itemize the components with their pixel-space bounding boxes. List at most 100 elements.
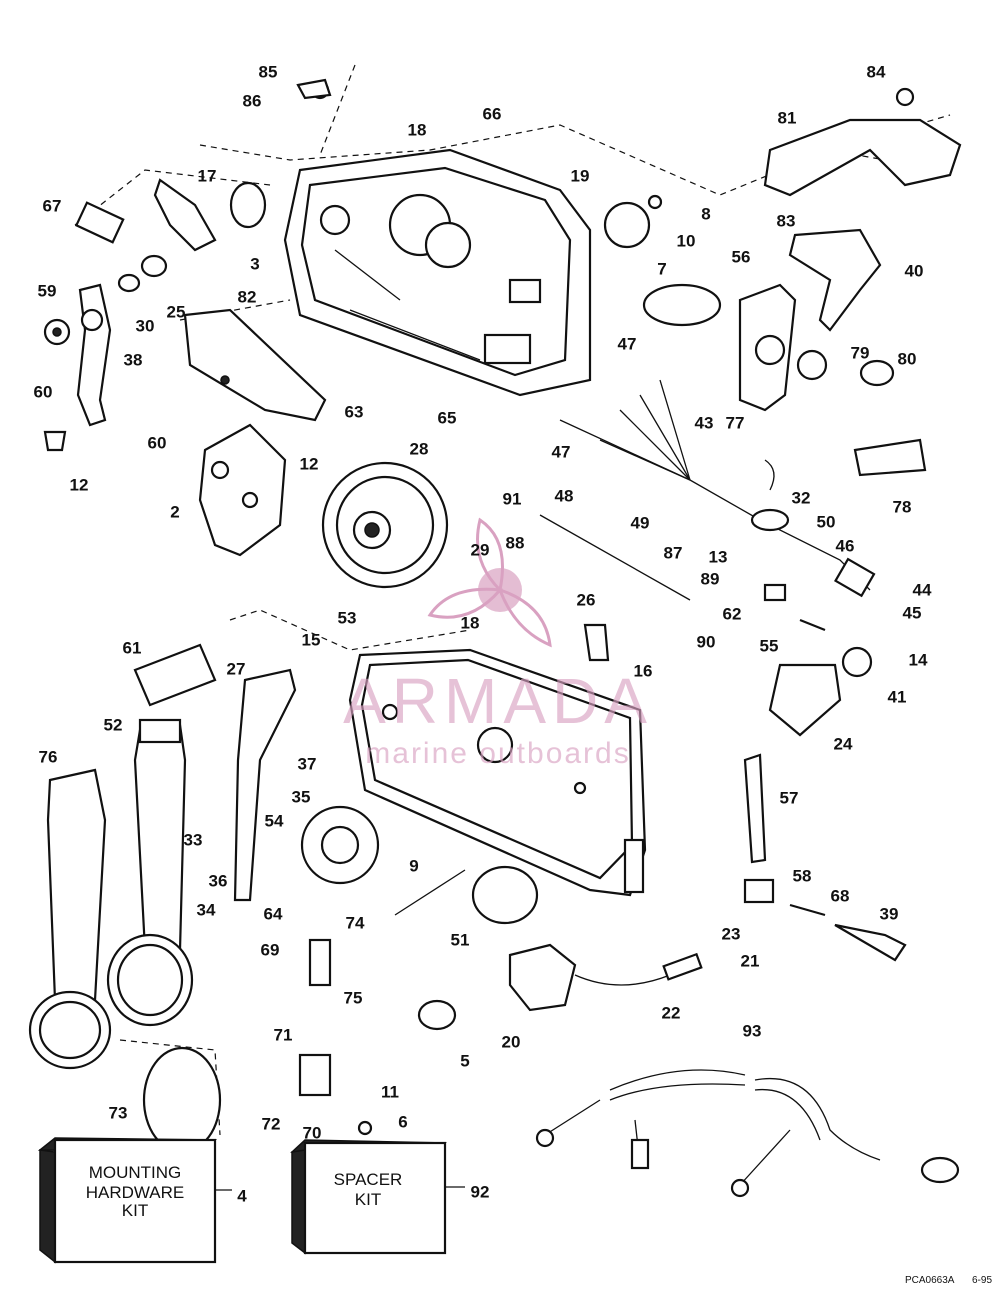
callout-8: 8 — [701, 204, 710, 223]
callout-54: 54 — [265, 811, 284, 830]
callout-24: 24 — [834, 734, 853, 753]
callout-49: 49 — [631, 513, 650, 532]
callout-7: 7 — [657, 259, 666, 278]
callout-51: 51 — [451, 930, 470, 949]
callout-76: 76 — [39, 747, 58, 766]
callout-34: 34 — [197, 900, 216, 919]
detent-gear — [300, 805, 380, 885]
callout-59: 59 — [38, 281, 57, 300]
callout-47: 47 — [618, 334, 637, 353]
callout-61: 61 — [123, 638, 142, 657]
control-housing-upper — [283, 148, 592, 397]
callout-36: 36 — [209, 871, 228, 890]
callout-13: 13 — [709, 547, 728, 566]
callout-11: 11 — [381, 1082, 399, 1101]
callout-29: 29 — [471, 540, 490, 559]
callout-38: 38 — [124, 350, 143, 369]
callout-18: 18 — [408, 120, 427, 139]
callout-84: 84 — [867, 62, 886, 81]
callout-52: 52 — [104, 715, 123, 734]
armada-watermark: ARMADA marine outboards — [343, 517, 653, 770]
callout-2: 2 — [170, 502, 179, 521]
callout-60: 60 — [148, 433, 167, 452]
callout-55: 55 — [760, 636, 779, 655]
callout-37: 37 — [298, 754, 317, 773]
spacer-kit-box: SPACER KIT — [290, 1139, 465, 1255]
callout-83: 83 — [777, 211, 796, 230]
callout-10: 10 — [677, 231, 696, 250]
callout-6: 6 — [398, 1112, 407, 1131]
callout-48: 48 — [555, 486, 574, 505]
trim-plate — [183, 308, 327, 422]
callout-63: 63 — [345, 402, 364, 421]
upper-right-parts — [603, 87, 962, 477]
mounting-kit-line2: HARDWARE — [86, 1183, 185, 1202]
callout-27: 27 — [227, 659, 246, 678]
callout-78: 78 — [893, 497, 912, 516]
callout-39: 39 — [880, 904, 899, 923]
callout-71: 71 — [274, 1025, 293, 1044]
callout-72: 72 — [262, 1114, 281, 1133]
callout-82: 82 — [238, 287, 257, 306]
callout-64: 64 — [264, 904, 283, 923]
callout-30: 30 — [136, 316, 155, 335]
callout-25: 25 — [167, 302, 186, 321]
shift-arm — [76, 283, 112, 427]
callout-92: 92 — [471, 1182, 490, 1201]
callout-67: 67 — [43, 196, 62, 215]
callout-40: 40 — [905, 261, 924, 280]
control-housing-cover — [348, 648, 647, 897]
callout-58: 58 — [793, 866, 812, 885]
mounting-kit-line1: MOUNTING — [89, 1163, 182, 1182]
watermark-tagline: marine outboards — [365, 737, 630, 770]
callout-12: 12 — [70, 475, 89, 494]
callout-77: 77 — [726, 413, 745, 432]
callout-91: 91 — [503, 489, 522, 508]
callout-4: 4 — [237, 1186, 247, 1205]
callout-44: 44 — [913, 580, 932, 599]
callout-17: 17 — [198, 166, 217, 185]
callout-35: 35 — [292, 787, 311, 806]
callout-69: 69 — [261, 940, 280, 959]
callout-21: 21 — [741, 951, 760, 970]
wiring-harness — [539, 379, 876, 601]
watermark-brand: ARMADA — [343, 665, 653, 737]
callout-12: 12 — [300, 454, 319, 473]
callout-26: 26 — [577, 590, 596, 609]
callout-68: 68 — [831, 886, 850, 905]
callout-86: 86 — [243, 91, 262, 110]
callout-9: 9 — [409, 856, 418, 875]
callout-23: 23 — [722, 924, 741, 943]
callout-22: 22 — [662, 1003, 681, 1022]
mounting-bracket — [198, 423, 287, 557]
callout-70: 70 — [303, 1123, 322, 1142]
callout-16: 16 — [634, 661, 653, 680]
callout-43: 43 — [695, 413, 714, 432]
callout-75: 75 — [344, 988, 363, 1007]
callout-46: 46 — [836, 536, 855, 555]
mounting-hardware-kit-box: MOUNTING HARDWARE KIT — [37, 1137, 232, 1264]
drawing-date: 6-95 — [972, 1275, 992, 1286]
callout-33: 33 — [184, 830, 203, 849]
spacer-kit-line2: KIT — [355, 1190, 381, 1209]
callout-19: 19 — [571, 166, 590, 185]
throttle-linkage — [233, 668, 297, 902]
callout-3: 3 — [250, 254, 259, 273]
callout-20: 20 — [502, 1032, 521, 1051]
callout-93: 93 — [743, 1021, 762, 1040]
callout-56: 56 — [732, 247, 751, 266]
callout-62: 62 — [723, 604, 742, 623]
drawing-code: PCA0663A — [905, 1275, 955, 1286]
callout-41: 41 — [888, 687, 907, 706]
propeller-logo-icon — [427, 517, 552, 648]
lower-parts — [298, 583, 907, 1136]
callout-5: 5 — [460, 1051, 469, 1070]
callout-85: 85 — [259, 62, 278, 81]
callout-53: 53 — [338, 608, 357, 627]
callout-60: 60 — [34, 382, 53, 401]
small-parts-upper-left — [43, 78, 332, 452]
callout-65: 65 — [438, 408, 457, 427]
mounting-kit-line3: KIT — [122, 1201, 148, 1220]
